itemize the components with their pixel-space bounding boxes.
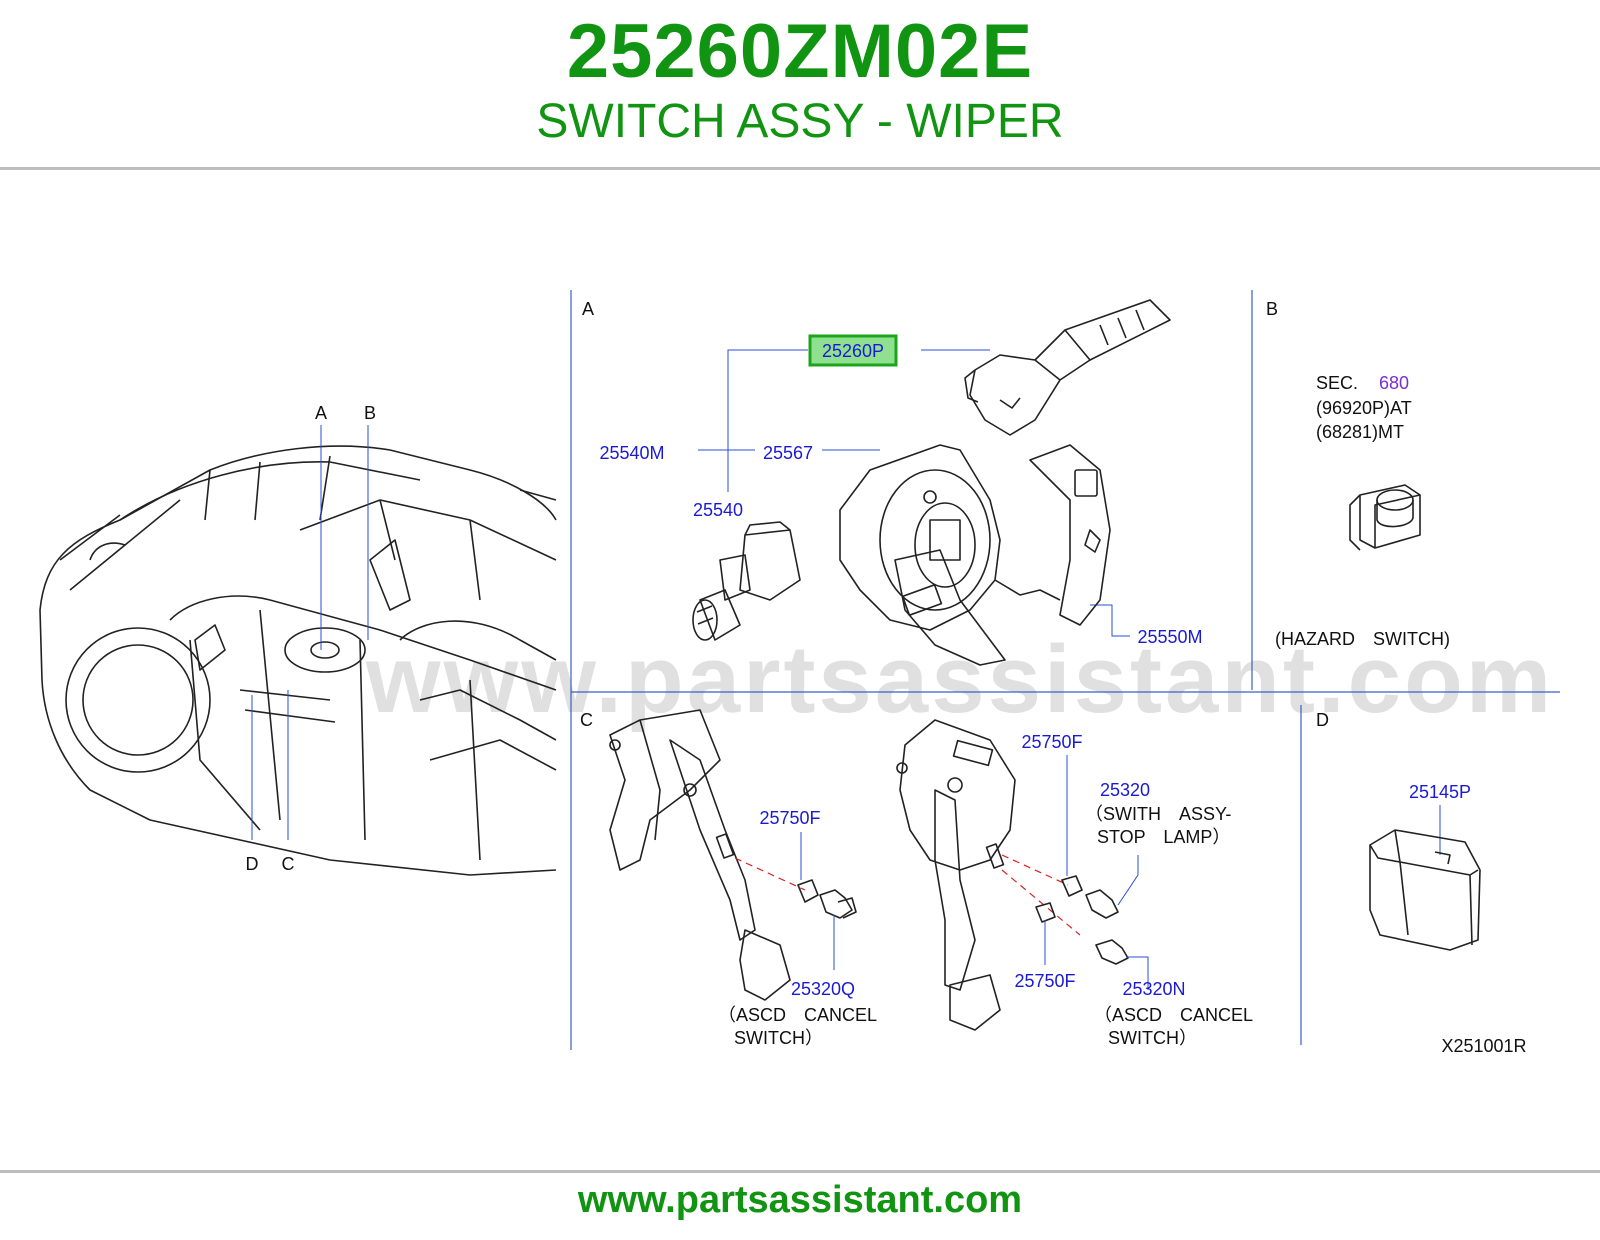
ascd-cancel-note-left-line1: （ASCD CANCEL — [718, 1005, 877, 1025]
page-header: 25260ZM02E SWITCH ASSY - WIPER — [0, 0, 1600, 168]
part-callout-25320[interactable]: 25320 — [1100, 780, 1150, 800]
clutch-switch-parts — [797, 879, 857, 919]
ignition-switch-drawing — [692, 521, 801, 641]
section-frames — [570, 290, 1560, 1050]
combination-switch-drawing — [839, 444, 1111, 666]
part-callout-25145p[interactable]: 25145P — [1409, 782, 1471, 802]
section-a-leaders — [698, 349, 1130, 637]
overview-label-b: B — [364, 403, 376, 423]
section-label-a: A — [582, 299, 594, 319]
section-c-right-leaders — [1044, 755, 1149, 990]
header-divider — [0, 167, 1600, 170]
part-number-title: 25260ZM02E — [566, 9, 1034, 94]
section-ref-680[interactable]: 680 — [1379, 373, 1409, 393]
section-label-c: C — [580, 710, 593, 730]
car-overview-drawing — [39, 445, 557, 876]
part-callout-25550m[interactable]: 25550M — [1137, 627, 1202, 647]
brake-pedal-drawing — [896, 719, 1016, 1031]
ascd-cancel-note-right-line2: SWITCH） — [1108, 1028, 1197, 1048]
stop-lamp-note-line2: STOP LAMP） — [1097, 827, 1230, 847]
footer-website-link[interactable]: www.partsassistant.com — [577, 1179, 1023, 1221]
watermark-text: www.partsassistant.com — [365, 626, 1554, 733]
drawing-code: X251001R — [1441, 1036, 1526, 1056]
highlighted-part-box[interactable] — [808, 334, 898, 367]
hazard-part-at: (96920P)AT — [1316, 398, 1412, 418]
section-label-b: B — [1266, 299, 1278, 319]
overview-label-c: C — [282, 854, 295, 874]
wiper-switch-drawing — [964, 299, 1171, 436]
overview-leaders — [251, 425, 369, 840]
clutch-pedal-drawing — [609, 709, 791, 1001]
overview-label-d: D — [246, 854, 259, 874]
section-c-left-leaders — [800, 832, 835, 970]
switch-25145p-drawing — [1369, 829, 1481, 951]
hazard-switch-caption: (HAZARD SWITCH) — [1275, 629, 1450, 649]
part-callout-25750f-bottom[interactable]: 25750F — [1014, 971, 1075, 991]
brake-switch-parts — [1035, 875, 1129, 965]
part-callout-25320n[interactable]: 25320N — [1122, 979, 1185, 999]
section-label-d: D — [1316, 710, 1329, 730]
part-callout-25260p[interactable]: 25260P — [822, 341, 884, 361]
overview-label-a: A — [315, 403, 327, 423]
part-name-subtitle: SWITCH ASSY - WIPER — [536, 95, 1064, 148]
hazard-part-mt: (68281)MT — [1316, 422, 1404, 442]
part-callout-25540m[interactable]: 25540M — [599, 443, 664, 463]
ascd-cancel-note-right-line1: （ASCD CANCEL — [1094, 1005, 1253, 1025]
part-callout-25750f-top[interactable]: 25750F — [1021, 732, 1082, 752]
part-callout-25750f-left[interactable]: 25750F — [759, 808, 820, 828]
ascd-cancel-note-left-line2: SWITCH） — [734, 1028, 823, 1048]
part-callout-25320q[interactable]: 25320Q — [791, 979, 855, 999]
part-callout-25540[interactable]: 25540 — [693, 500, 743, 520]
hazard-switch-drawing — [1349, 484, 1421, 551]
stop-lamp-note-line1: （SWITH ASSY- — [1085, 804, 1231, 824]
part-callout-25567[interactable]: 25567 — [763, 443, 813, 463]
section-ref-prefix: SEC. — [1316, 373, 1358, 393]
footer-divider — [0, 1170, 1600, 1173]
